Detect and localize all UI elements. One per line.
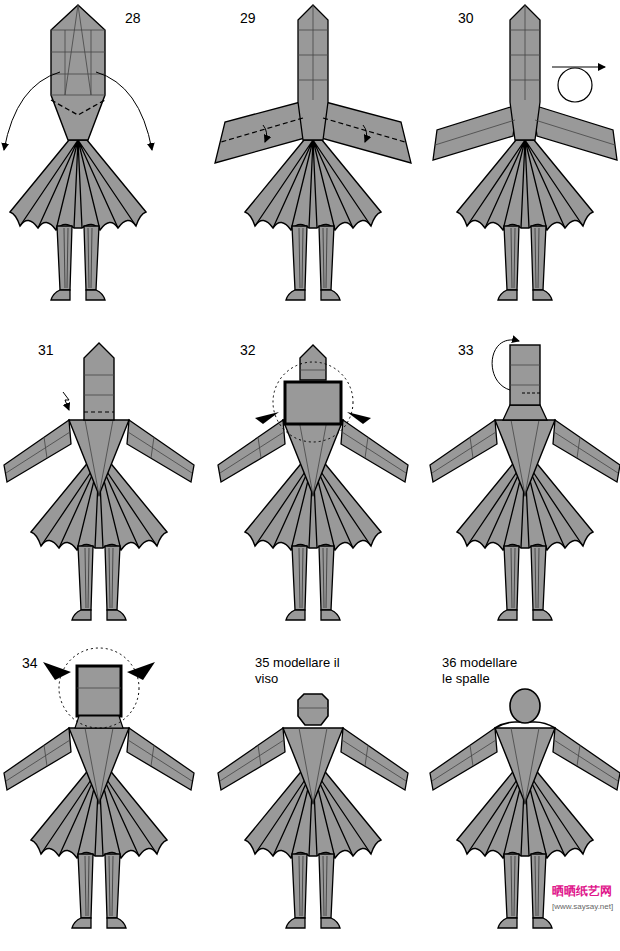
- step-caption: 35 modellare il viso: [255, 655, 341, 686]
- step-number: 34: [22, 655, 62, 672]
- step-caption: 36 modellare le spalle: [442, 655, 528, 686]
- step-number: 32: [240, 342, 280, 359]
- step-number: 31: [38, 342, 78, 359]
- step-number: 29: [240, 10, 280, 27]
- step-number: 33: [458, 342, 498, 359]
- step-number: 28: [125, 10, 165, 27]
- step-number: 30: [458, 10, 498, 27]
- watermark: 晒晒纸艺网: [552, 884, 616, 898]
- watermark-url: [www.saysay.net]: [552, 902, 616, 912]
